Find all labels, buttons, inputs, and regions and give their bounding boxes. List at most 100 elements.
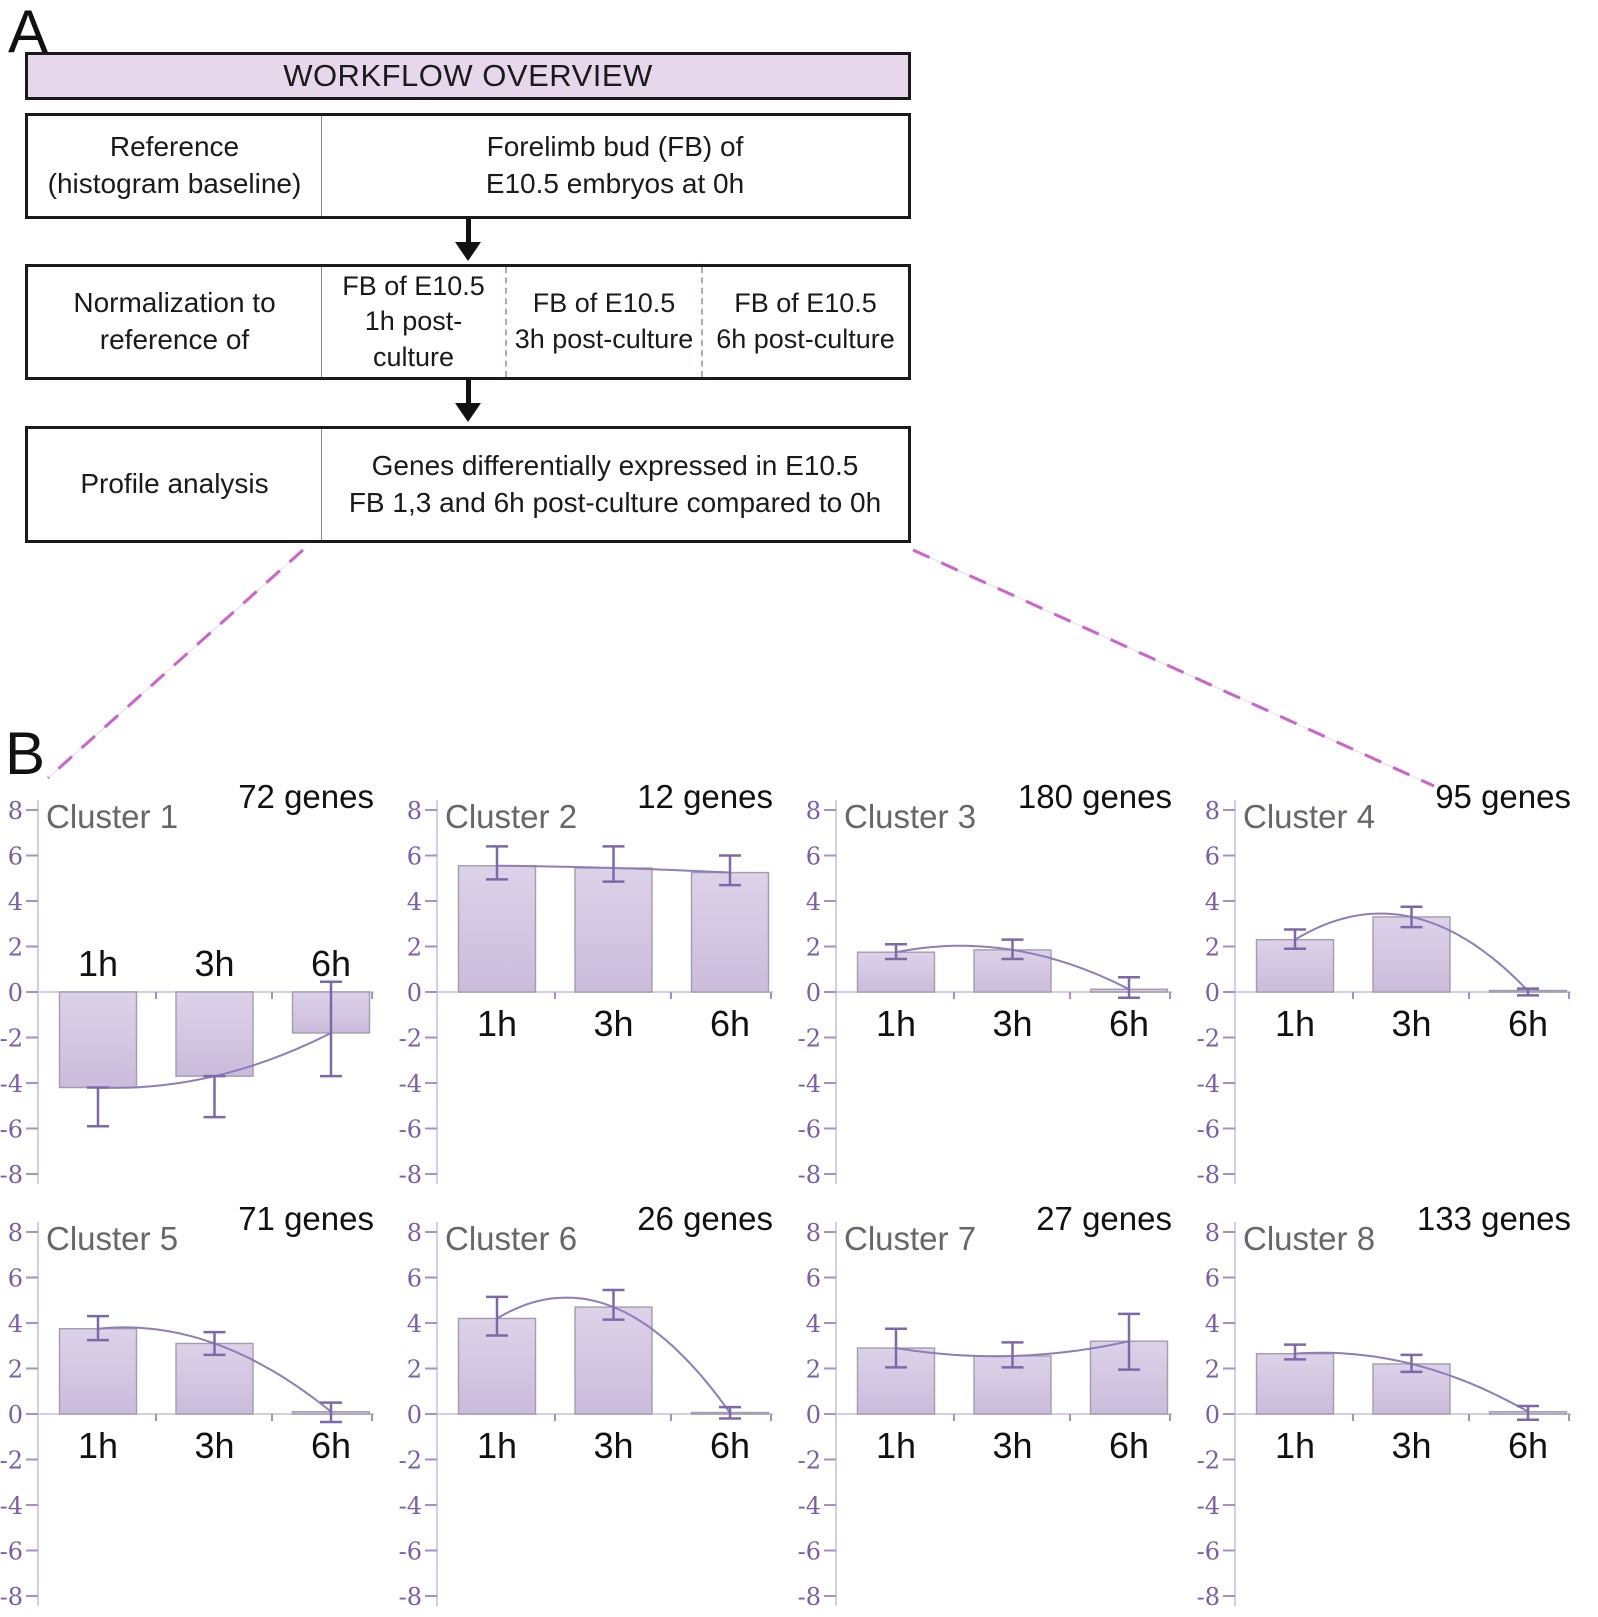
normalization-3h-line1: FB of E10.5 <box>532 288 676 319</box>
y-tick-label: -2 <box>0 1447 23 1475</box>
reference-value-line2: E10.5 embryos at 0h <box>485 168 745 199</box>
normalization-6h-line2: 6h post-culture <box>716 324 895 354</box>
error-bar-1h <box>486 1295 508 1337</box>
y-tick-label: 6 <box>806 843 821 871</box>
cluster-title: Cluster 5 <box>46 1220 178 1257</box>
error-bar-3h <box>203 1074 226 1119</box>
bar-1h <box>1255 938 1335 993</box>
y-tick-label: -4 <box>1197 1492 1220 1520</box>
y-tick-label: 8 <box>806 797 821 825</box>
normalization-3h-line2: 3h post-culture <box>514 324 694 354</box>
workflow-header-box: WORKFLOW OVERVIEW <box>25 52 911 100</box>
y-tick-label: -6 <box>798 1538 821 1566</box>
bar-3h <box>574 1306 653 1415</box>
category-label-3h: 3h <box>992 1003 1032 1044</box>
flow-arrow-1 <box>25 219 911 264</box>
y-tick-label: 8 <box>407 797 422 825</box>
y-tick-label: -4 <box>399 1492 422 1520</box>
profile-value-cell: Genes differentially expressed in E10.5 … <box>322 429 908 540</box>
category-label-1h: 1h <box>876 1003 916 1044</box>
cluster-title: Cluster 2 <box>445 798 577 835</box>
y-tick-label: -8 <box>1197 1161 1220 1189</box>
error-bar-3h <box>203 1330 226 1357</box>
workflow-header-title: WORKFLOW OVERVIEW <box>283 58 653 93</box>
bar-1h <box>457 865 537 993</box>
category-label-1h: 1h <box>477 1003 517 1044</box>
y-tick-label: -2 <box>0 1025 23 1053</box>
category-label-3h: 3h <box>1391 1425 1431 1466</box>
y-tick-label: -8 <box>798 1161 821 1189</box>
y-tick-label: -2 <box>1197 1025 1220 1053</box>
error-bar-3h <box>1400 1353 1423 1374</box>
normalization-1h-cell: FB of E10.5 1h post-culture <box>322 267 505 377</box>
error-bar-6h <box>1118 975 1140 999</box>
y-tick-label: 4 <box>806 888 821 916</box>
error-bar-1h <box>87 1314 109 1342</box>
y-tick-label: 0 <box>8 1401 23 1429</box>
y-tick-label: -8 <box>399 1583 422 1611</box>
arrow-head-icon <box>455 403 481 422</box>
genes-count-label: 180 genes <box>1018 778 1172 815</box>
error-bar-6h <box>1517 1404 1539 1421</box>
error-bar-6h <box>719 854 741 887</box>
error-bar-6h <box>1118 1312 1140 1371</box>
category-label-3h: 3h <box>593 1425 633 1466</box>
profile-value-line1: Genes differentially expressed in E10.5 <box>371 449 859 481</box>
y-tick-label: -4 <box>798 1492 821 1520</box>
y-tick-label: -4 <box>0 1070 23 1098</box>
genes-count-label: 133 genes <box>1417 1200 1571 1237</box>
reference-value-line1: Forelimb bud (FB) of <box>486 131 744 163</box>
category-label-1h: 1h <box>477 1425 517 1466</box>
flow-arrow-2 <box>25 380 911 426</box>
bar-3h <box>574 867 653 993</box>
category-label-6h: 6h <box>311 1425 351 1466</box>
normalization-1h-line2: 1h post-culture <box>364 306 463 372</box>
category-label-6h: 6h <box>1109 1425 1149 1466</box>
y-tick-label: 6 <box>407 1265 422 1293</box>
bar-1h <box>1255 1353 1335 1415</box>
category-label-3h: 3h <box>194 943 234 984</box>
normalization-6h-cell: FB of E10.5 6h post-culture <box>703 267 908 377</box>
error-bar-3h <box>602 845 625 883</box>
genes-count-label: 12 genes <box>637 778 773 815</box>
y-tick-label: -6 <box>399 1538 422 1566</box>
cluster-title: Cluster 4 <box>1243 798 1375 835</box>
y-tick-label: 6 <box>8 843 23 871</box>
category-label-6h: 6h <box>311 943 351 984</box>
cluster-title: Cluster 3 <box>844 798 976 835</box>
genes-count-label: 71 genes <box>238 1200 374 1237</box>
y-tick-label: 2 <box>8 1356 23 1384</box>
cluster-title: Cluster 1 <box>46 798 178 835</box>
y-tick-label: 6 <box>1205 843 1220 871</box>
error-bar-1h <box>1284 1343 1306 1361</box>
y-tick-label: 4 <box>1205 888 1220 916</box>
y-tick-label: -4 <box>798 1070 821 1098</box>
y-tick-label: -4 <box>399 1070 422 1098</box>
normalization-row: Normalization to reference of FB of E10.… <box>25 264 911 380</box>
y-tick-label: -6 <box>0 1116 23 1144</box>
category-label-6h: 6h <box>710 1425 750 1466</box>
y-tick-label: 6 <box>1205 1265 1220 1293</box>
cluster-title: Cluster 8 <box>1243 1220 1375 1257</box>
genes-count-label: 27 genes <box>1036 1200 1172 1237</box>
error-bar-1h <box>1284 928 1306 951</box>
category-label-6h: 6h <box>1109 1003 1149 1044</box>
normalization-6h-line1: FB of E10.5 <box>734 288 877 319</box>
bar-1h <box>58 991 138 1089</box>
y-tick-label: 0 <box>806 1401 821 1429</box>
y-tick-label: -8 <box>798 1583 821 1611</box>
profile-analysis-row: Profile analysis Genes differentially ex… <box>25 426 911 543</box>
normalization-label-line1: Normalization to <box>73 287 276 319</box>
reference-row: Reference (histogram baseline) Forelimb … <box>25 113 911 219</box>
y-tick-label: -4 <box>0 1492 23 1520</box>
y-tick-label: 2 <box>1205 1356 1220 1384</box>
